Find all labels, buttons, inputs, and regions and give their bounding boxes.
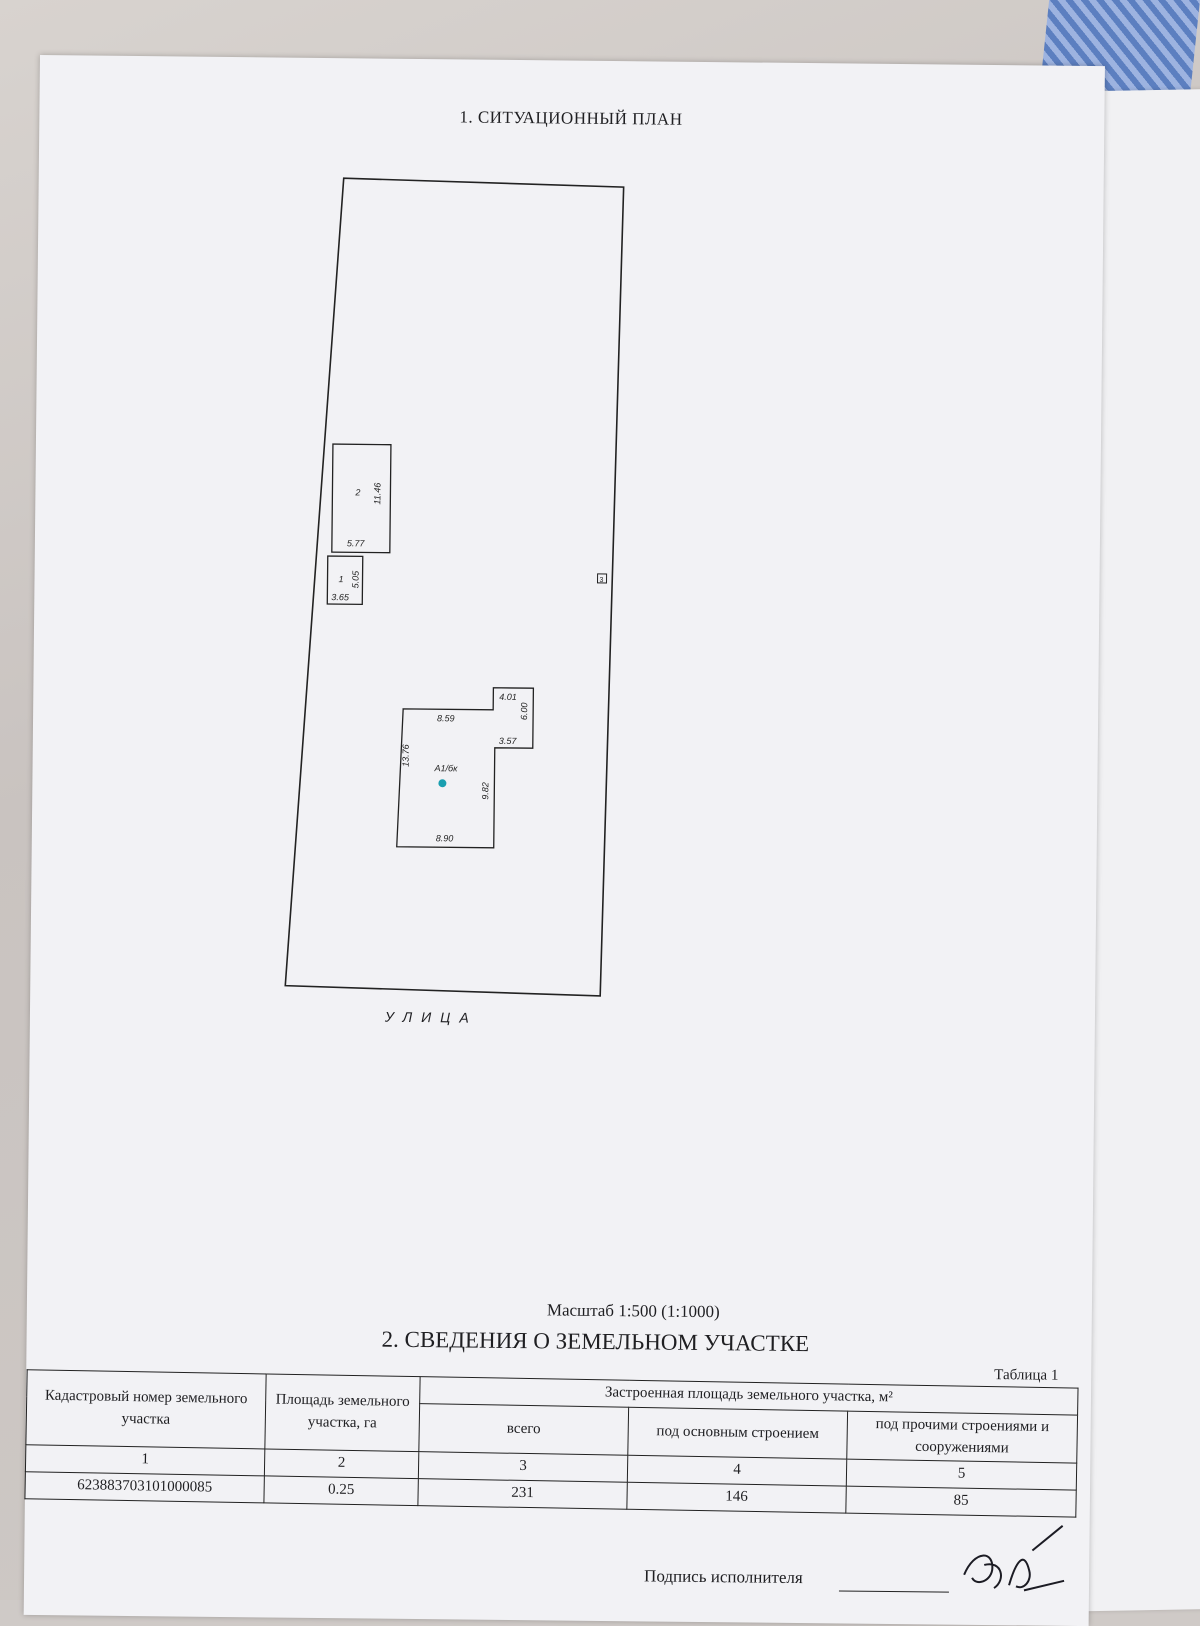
- column-number: 4: [627, 1455, 847, 1487]
- document-page: 1. СИТУАЦИОННЫЙ ПЛАН 2 11.46 5.77 1 5.05…: [23, 55, 1105, 1626]
- main-building-outline: [396, 687, 535, 849]
- building-1-outline: [326, 555, 364, 606]
- street-label: УЛИЦА: [384, 1008, 478, 1026]
- column-number: 2: [264, 1449, 419, 1479]
- signature-label: Подпись исполнителя: [644, 1566, 803, 1588]
- other-buildings-area-cell: 85: [845, 1486, 1077, 1517]
- building-2-label: 2: [354, 487, 360, 497]
- main-building-area-cell: 146: [626, 1482, 847, 1513]
- column-number: 1: [25, 1445, 265, 1476]
- header-total: всего: [418, 1403, 629, 1456]
- signature-line: [838, 1590, 949, 1593]
- main-building-dim-top: 4.01: [499, 692, 517, 702]
- parcel-boundary: [284, 177, 625, 997]
- building-1-label: 1: [338, 574, 343, 584]
- building-1-width: 3.65: [331, 592, 350, 602]
- column-number: 3: [418, 1451, 628, 1483]
- header-cadastral: Кадастровый номер земельного участка: [25, 1369, 267, 1450]
- total-area-cell: 231: [417, 1478, 628, 1510]
- building-2-outline: [331, 443, 392, 554]
- situation-plan: 2 11.46 5.77 1 5.05 3.65 4.01 8.59 6.00 …: [284, 177, 625, 997]
- table-caption: Таблица 1: [994, 1367, 1059, 1384]
- column-number: 5: [846, 1459, 1077, 1491]
- handwritten-signature: [963, 1525, 1065, 1592]
- header-other: под прочими строениями и сооружениями: [846, 1410, 1078, 1464]
- building-1-length: 5.05: [350, 570, 360, 589]
- building-2-width: 5.77: [347, 538, 366, 548]
- boundary-marker-label: 3: [599, 577, 603, 584]
- main-building-label: А1/бк: [434, 763, 459, 773]
- area-ha-cell: 0.25: [263, 1475, 419, 1506]
- header-main: под основным строением: [627, 1407, 848, 1460]
- geodetic-point: [438, 779, 447, 788]
- header-area: Площадь земельного участка, га: [264, 1373, 421, 1452]
- main-building-dim-bottom: 8.90: [436, 833, 454, 843]
- main-building-dim-step: 3.57: [499, 736, 518, 746]
- scale-text: Масштаб 1:500 (1:1000): [546, 1300, 720, 1322]
- main-building-dim-upper: 8.59: [437, 713, 455, 723]
- boundary-marker-box: [596, 573, 608, 584]
- land-plot-table: Кадастровый номер земельного участка Пло…: [24, 1369, 1079, 1517]
- cadastral-number-cell: 623883703101000085: [24, 1471, 265, 1503]
- section-2-title: 2. СВЕДЕНИЯ О ЗЕМЕЛЬНОМ УЧАСТКЕ: [381, 1326, 810, 1357]
- main-building-dim-left: 13.76: [401, 744, 411, 767]
- main-building-dim-right: 6.00: [519, 703, 529, 721]
- main-building-dim-inner: 9.82: [480, 782, 490, 800]
- building-2-length: 11.46: [372, 483, 382, 505]
